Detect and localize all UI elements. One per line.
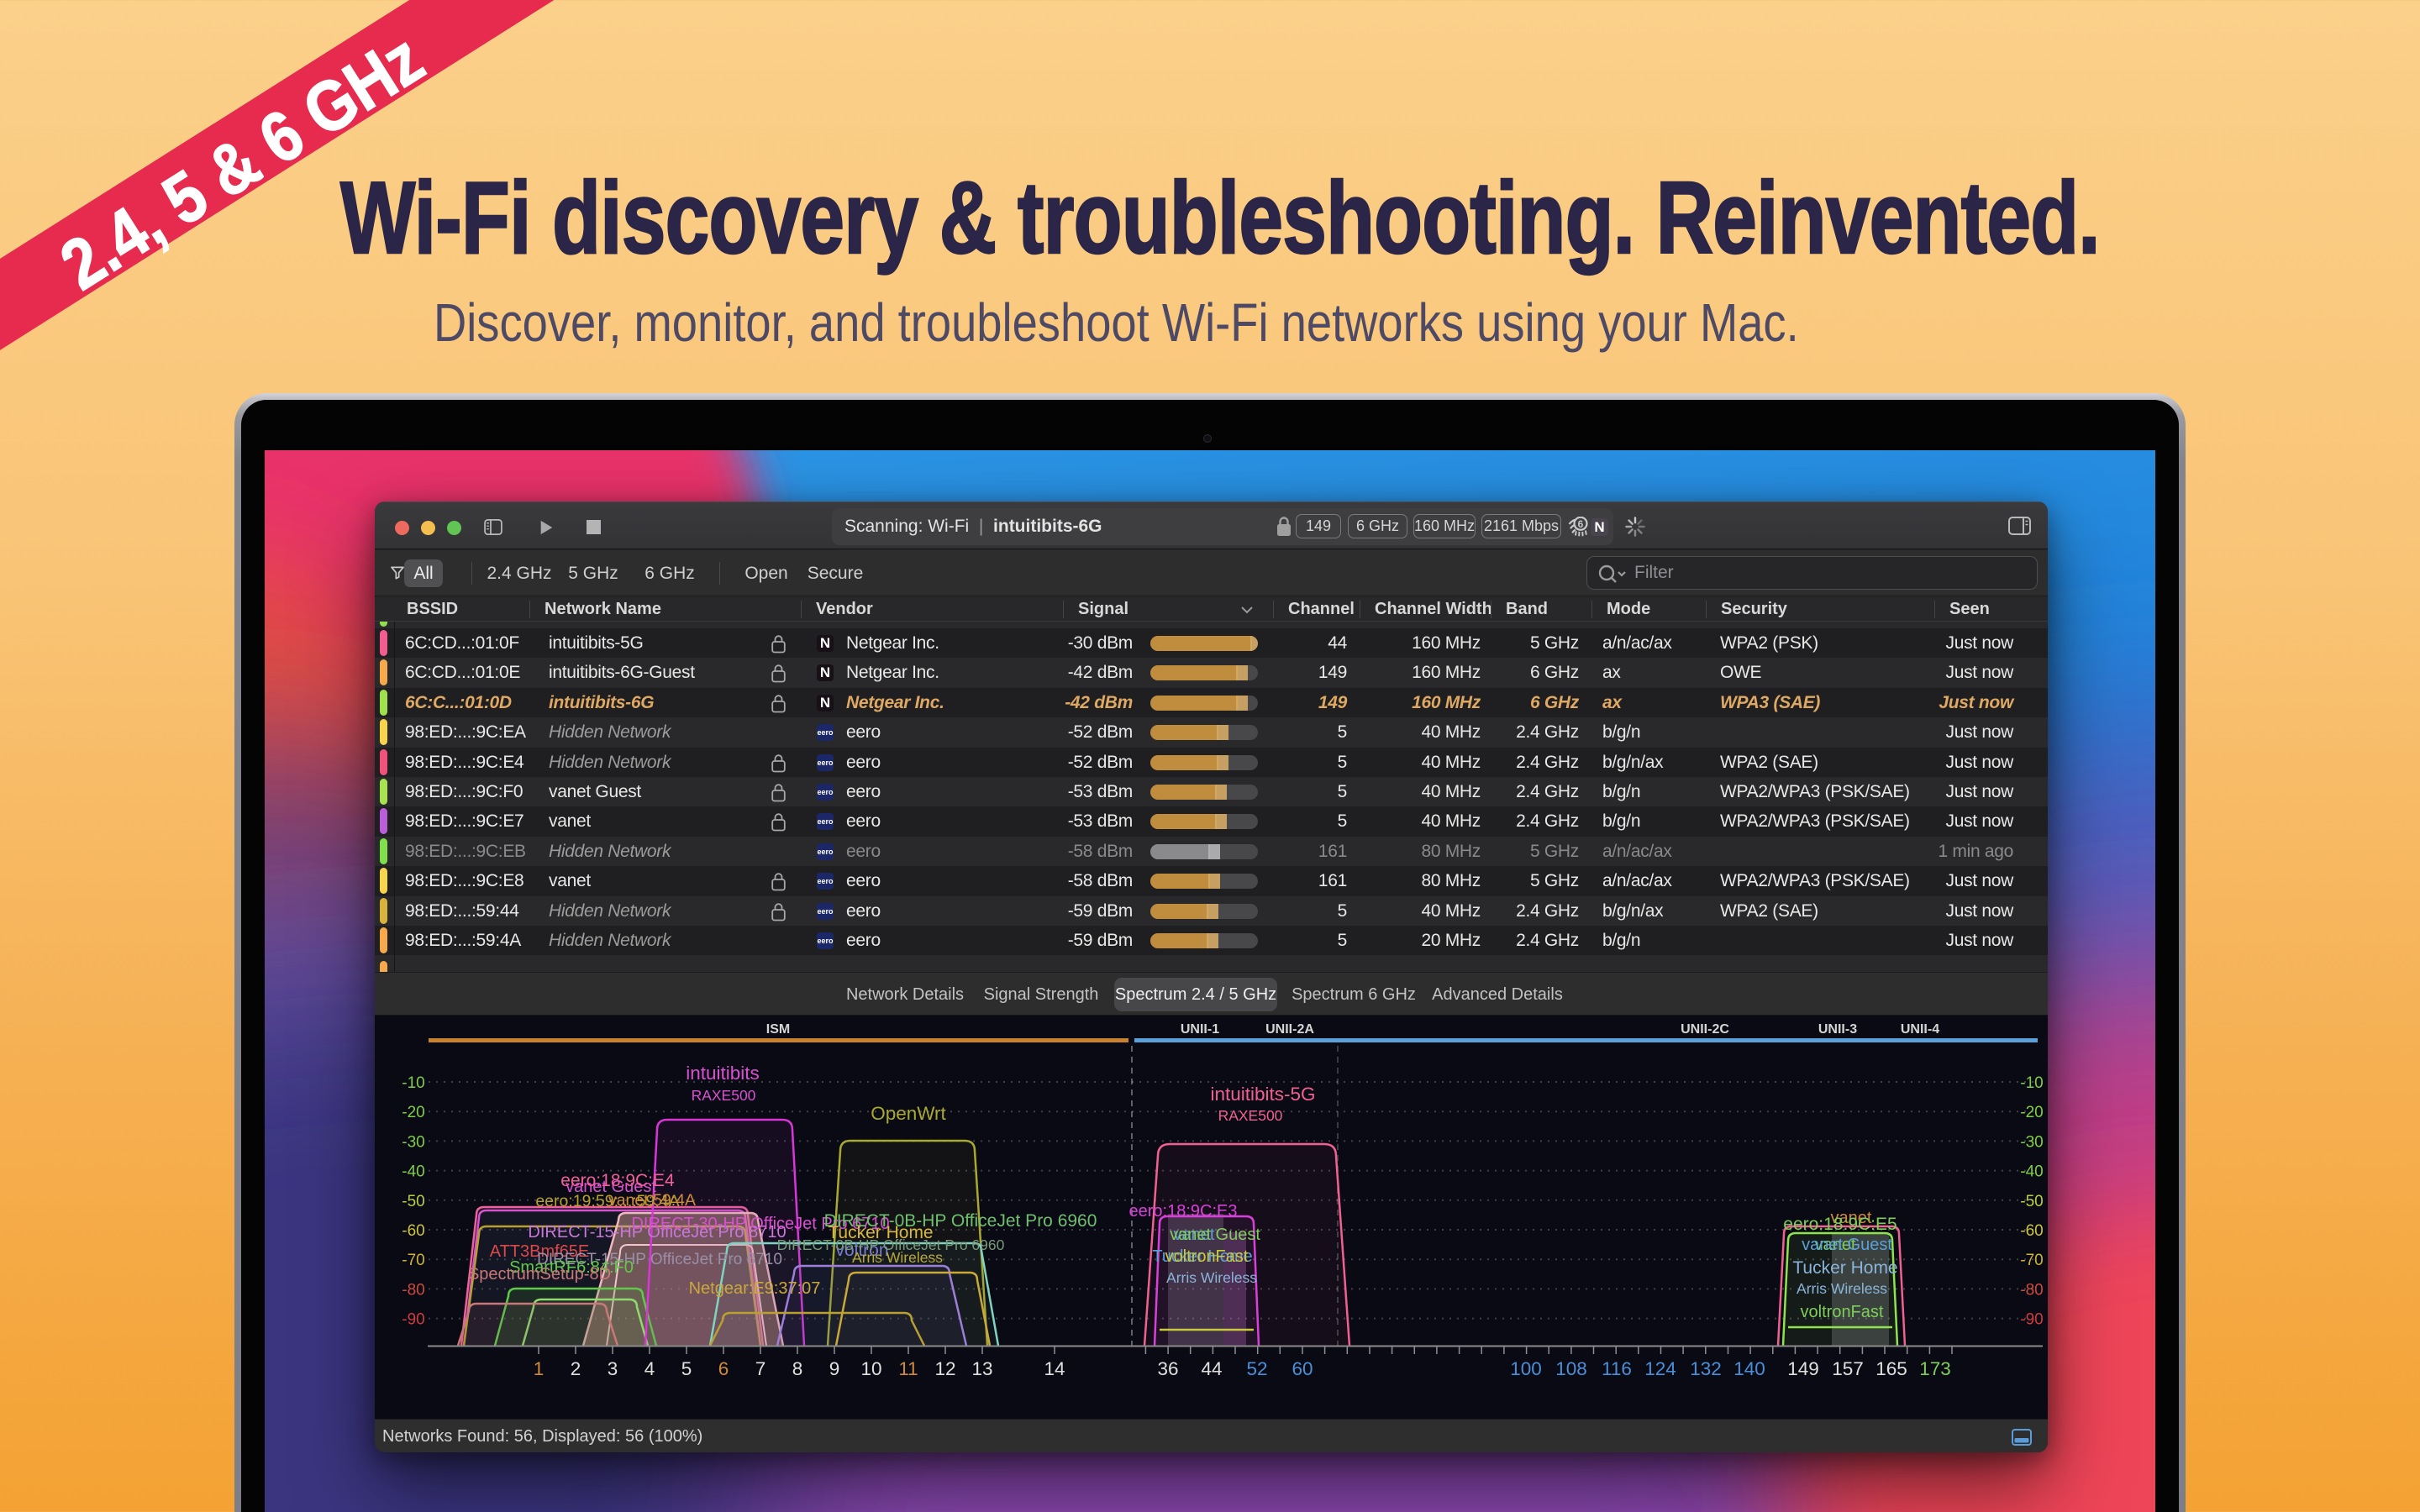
svg-text:-70: -70 [402, 1252, 424, 1269]
svg-text:DIRECT-0B-HP OfficeJet Pro 696: DIRECT-0B-HP OfficeJet Pro 6960 [777, 1236, 1005, 1253]
svg-text:DIRECT-30-HP OfficeJet Pro 671: DIRECT-30-HP OfficeJet Pro 6710 [631, 1215, 889, 1233]
svg-text:UNII-2C: UNII-2C [1681, 1022, 1729, 1037]
svg-text:108: 108 [1555, 1358, 1587, 1379]
svg-text:3: 3 [608, 1358, 618, 1379]
svg-text:DIRECT-15-HP OfficeJet Pro 871: DIRECT-15-HP OfficeJet Pro 8710 [528, 1223, 786, 1242]
svg-text:13: 13 [971, 1358, 992, 1379]
svg-text:-50: -50 [402, 1193, 424, 1210]
svg-text:ISM: ISM [766, 1022, 790, 1037]
svg-text:SmartRF6:84:F0: SmartRF6:84:F0 [509, 1258, 634, 1277]
svg-text:intuitibits: intuitibits [686, 1063, 760, 1084]
svg-text:eero:19:59:...:59:4A: eero:19:59:...:59:4A [535, 1192, 679, 1210]
svg-text:vanet Guest: vanet Guest [566, 1178, 656, 1196]
svg-text:14: 14 [1044, 1358, 1065, 1379]
svg-text:Netgear:E9:37:07: Netgear:E9:37:07 [689, 1279, 821, 1298]
svg-text:UNII-2A: UNII-2A [1265, 1022, 1314, 1037]
svg-text:vanet Guest: vanet Guest [1802, 1236, 1892, 1254]
svg-text:intuitibits-5G: intuitibits-5G [1210, 1084, 1315, 1105]
svg-text:UNII-1: UNII-1 [1181, 1022, 1219, 1037]
svg-text:116: 116 [1602, 1358, 1632, 1379]
svg-text:-90: -90 [2020, 1311, 2043, 1329]
svg-text:-80: -80 [402, 1281, 424, 1299]
svg-text:vanet: vanet [1815, 1236, 1856, 1254]
svg-text:-20: -20 [2020, 1104, 2043, 1121]
svg-text:149: 149 [1787, 1358, 1819, 1379]
svg-text:-60: -60 [402, 1222, 424, 1240]
svg-text:Tucker Home: Tucker Home [828, 1223, 933, 1242]
svg-text:UNII-3: UNII-3 [1818, 1022, 1857, 1037]
svg-text:-60: -60 [2020, 1222, 2043, 1240]
svg-text:vanet: vanet [1831, 1209, 1872, 1227]
svg-text:8: 8 [792, 1358, 803, 1379]
svg-text:-30: -30 [402, 1133, 424, 1151]
svg-text:-90: -90 [402, 1311, 424, 1329]
svg-text:44: 44 [1201, 1358, 1222, 1379]
svg-text:6: 6 [718, 1358, 729, 1379]
svg-text:4: 4 [644, 1358, 655, 1379]
svg-text:-20: -20 [402, 1104, 424, 1121]
svg-text:eero:18:9C:E4: eero:18:9C:E4 [560, 1171, 675, 1190]
svg-text:vanet:59:4A: vanet:59:4A [608, 1191, 696, 1210]
svg-text:60: 60 [1292, 1358, 1313, 1379]
svg-text:Arris Wireless: Arris Wireless [852, 1249, 943, 1266]
svg-text:9: 9 [829, 1358, 840, 1379]
svg-text:vanet Guest: vanet Guest [1170, 1226, 1260, 1244]
svg-text:DIRECT-0B-HP OfficeJet Pro 696: DIRECT-0B-HP OfficeJet Pro 6960 [824, 1211, 1097, 1231]
svg-text:-80: -80 [2020, 1281, 2043, 1299]
svg-text:5: 5 [681, 1358, 692, 1379]
svg-text:173: 173 [1919, 1358, 1951, 1379]
svg-text:140: 140 [1733, 1358, 1765, 1379]
svg-text:voltronFast: voltronFast [1165, 1247, 1249, 1266]
svg-text:RAXE500: RAXE500 [1218, 1107, 1283, 1124]
svg-text:36: 36 [1157, 1358, 1178, 1379]
svg-text:-10: -10 [2020, 1074, 2043, 1092]
svg-text:6: 6 [1578, 518, 1584, 530]
svg-text:10: 10 [860, 1358, 881, 1379]
svg-text:eero:18:9C:E3: eero:18:9C:E3 [1129, 1202, 1238, 1221]
svg-text:voltron: voltron [835, 1241, 888, 1260]
svg-text:vanet: vanet [1174, 1226, 1215, 1244]
svg-text:DIRECT-15-HP OfficeJet Pro 871: DIRECT-15-HP OfficeJet Pro 8710 [537, 1251, 782, 1268]
svg-text:ATT3Bmf65E: ATT3Bmf65E [490, 1242, 590, 1261]
svg-text:voltronFast: voltronFast [1801, 1303, 1884, 1321]
svg-text:eero:18:9C:E5: eero:18:9C:E5 [1783, 1215, 1897, 1234]
svg-text:52: 52 [1246, 1358, 1267, 1379]
svg-text:-50: -50 [2020, 1193, 2043, 1210]
svg-text:Arris Wireless: Arris Wireless [1797, 1280, 1887, 1297]
svg-text:7: 7 [755, 1358, 766, 1379]
svg-text:Tucker Home: Tucker Home [1152, 1247, 1252, 1266]
svg-text:Arris Wireless: Arris Wireless [1166, 1269, 1257, 1286]
svg-text:1: 1 [534, 1358, 544, 1379]
svg-text:132: 132 [1690, 1358, 1722, 1379]
svg-text:OpenWrt: OpenWrt [871, 1103, 946, 1124]
svg-text:124: 124 [1644, 1358, 1676, 1379]
svg-text:RAXE500: RAXE500 [692, 1087, 756, 1104]
svg-text:157: 157 [1832, 1358, 1864, 1379]
svg-text:SpectrumSetup-8D: SpectrumSetup-8D [468, 1265, 611, 1284]
svg-text:Tucker Home: Tucker Home [1792, 1258, 1897, 1278]
svg-text:-40: -40 [2020, 1163, 2043, 1181]
svg-text:165: 165 [1876, 1358, 1907, 1379]
svg-text:UNII-4: UNII-4 [1901, 1022, 1939, 1037]
svg-text:2: 2 [571, 1358, 581, 1379]
svg-text:-10: -10 [402, 1074, 424, 1092]
svg-text:11: 11 [898, 1358, 918, 1379]
svg-text:-30: -30 [2020, 1133, 2043, 1151]
svg-text:12: 12 [934, 1358, 955, 1379]
svg-text:100: 100 [1510, 1358, 1542, 1379]
svg-text:-40: -40 [402, 1163, 424, 1181]
svg-text:-70: -70 [2020, 1252, 2043, 1269]
